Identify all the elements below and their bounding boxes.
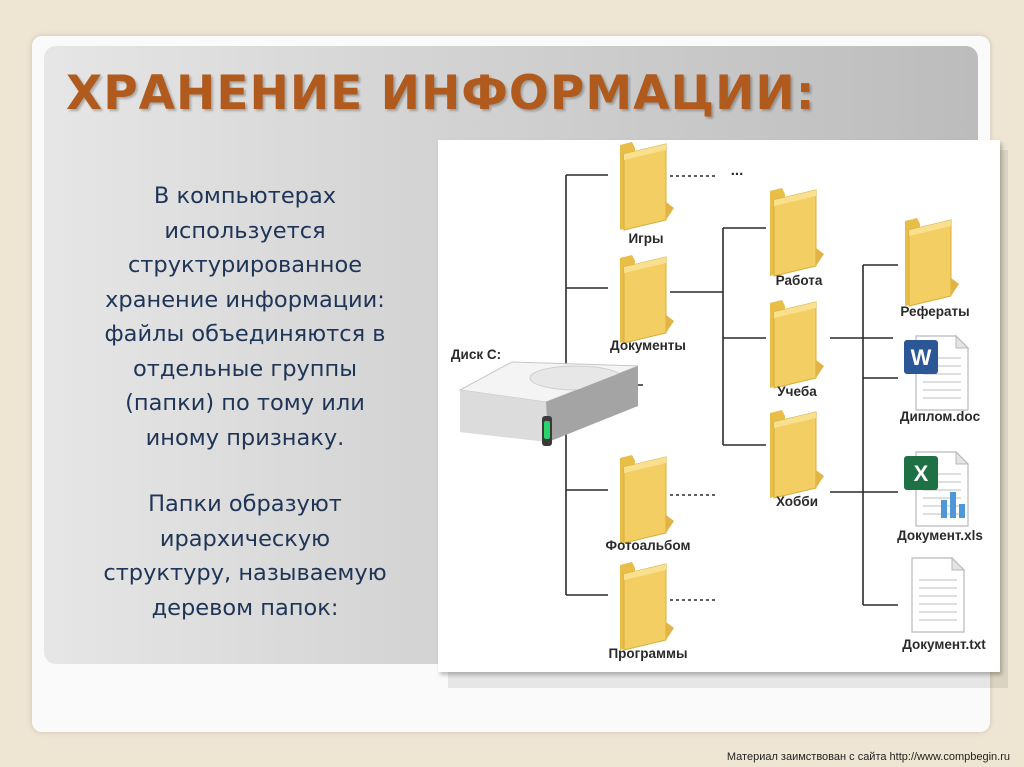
excel-doc-icon: X [904, 451, 969, 527]
paragraph2-line: структуру, называемую [103, 560, 387, 586]
folder-hobby-icon [769, 409, 825, 499]
folder-games-label: Игры [628, 231, 664, 246]
folder-photo-label: Фотоальбом [605, 538, 691, 553]
paragraph2-line: Папки образуют [148, 491, 342, 517]
disk-label: Диск С: [450, 347, 502, 362]
paragraph1-line: файлы объединяются в [104, 321, 386, 347]
folder-study-label: Учеба [777, 384, 817, 399]
word-doc-icon: W [904, 335, 969, 411]
paragraph2-line: ирархическую [159, 525, 331, 552]
file-diploma-label: Диплом.doc [899, 409, 981, 424]
hard-drive-icon [458, 361, 639, 446]
paragraph1-line: структурированное [127, 252, 363, 278]
games-ellipsis: ... [730, 162, 744, 179]
folder-documents-icon [619, 254, 675, 344]
folder-hobby-label: Хобби [775, 494, 819, 509]
paragraph1-line: отдельные группы [133, 355, 357, 382]
file-text-label: Документ.txt [902, 637, 986, 652]
file-spreadsheet-label: Документ.xls [897, 528, 983, 543]
continuation-dashes [670, 175, 718, 601]
folder-essays-label: Рефераты [900, 304, 970, 319]
tree-graphics: W X [458, 141, 969, 651]
paragraph2-line: деревом папок: [151, 594, 339, 621]
folder-programs-label: Программы [608, 646, 688, 661]
slide-title: ХРАНЕНИЕ ИНФОРМАЦИИ: [66, 66, 816, 121]
paragraph-structured-storage: В компьютерах используется структурирова… [60, 179, 430, 455]
folder-work-label: Работа [775, 273, 823, 288]
folder-study-icon [769, 299, 825, 389]
folder-games-icon [619, 141, 675, 231]
folder-tree-diagram: W X Диск С: ... Игры Документы Фотоальбо… [438, 140, 1000, 672]
folder-documents-label: Документы [610, 338, 686, 353]
paragraph1-line: используется [164, 217, 326, 244]
paragraph-folder-tree: Папки образуют ирархическую структуру, н… [60, 487, 430, 625]
paragraph1-line: иному признаку. [145, 424, 345, 451]
text-doc-icon [911, 557, 965, 633]
paragraph1-line: хранение информации: [105, 286, 385, 313]
source-footer: Материал заимствован с сайта http://www.… [726, 751, 1010, 763]
folder-programs-icon [619, 561, 675, 651]
paragraph1-line: (папки) по тому или [125, 390, 365, 416]
paragraph1-line: В компьютерах [153, 183, 337, 209]
word-glyph: W [911, 345, 932, 370]
folder-work-icon [769, 187, 825, 277]
folder-essays-icon [904, 217, 960, 307]
excel-glyph: X [914, 461, 929, 486]
folder-photo-icon [619, 454, 675, 544]
